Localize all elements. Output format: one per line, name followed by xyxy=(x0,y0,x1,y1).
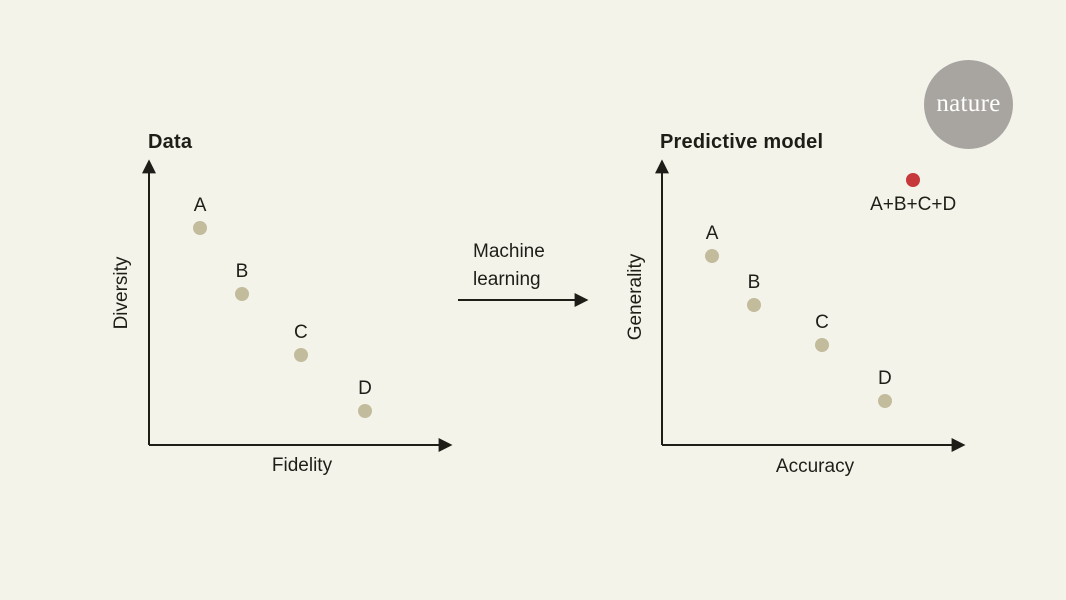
data-point-d xyxy=(357,404,372,419)
data-point-label-a: A xyxy=(705,222,719,244)
data-point-a-b-c-d xyxy=(906,173,921,188)
machine-learning-label-line2: learning xyxy=(473,269,541,290)
data-point-c xyxy=(293,347,308,362)
data-point-label-c: C xyxy=(815,311,829,333)
data-point-label-a-b-c-d: A+B+C+D xyxy=(870,194,957,216)
data-point-a xyxy=(193,221,208,236)
chart-title-predictive-model: Predictive model xyxy=(660,131,824,153)
machine-learning-label: Machine learning xyxy=(473,238,545,294)
data-point-a xyxy=(705,248,720,263)
data-point-label-d: D xyxy=(878,368,892,390)
data-point-label-b: B xyxy=(747,271,761,293)
chart-title-data: Data xyxy=(148,131,193,153)
data-point-label-a: A xyxy=(193,195,207,217)
data-point-label-b: B xyxy=(235,261,249,283)
data-point-d xyxy=(877,394,892,409)
data-point-b xyxy=(234,287,249,302)
nature-logo: nature xyxy=(924,60,1013,149)
data-point-b xyxy=(746,297,761,312)
data-point-c xyxy=(815,337,830,352)
data-point-label-d: D xyxy=(358,378,372,400)
machine-learning-label-line1: Machine xyxy=(473,241,545,262)
x-axis-label-accuracy: Accuracy xyxy=(775,456,855,477)
data-point-label-c: C xyxy=(294,321,308,343)
x-axis-label-fidelity: Fidelity xyxy=(271,455,333,476)
nature-logo-text: nature xyxy=(936,89,1001,117)
